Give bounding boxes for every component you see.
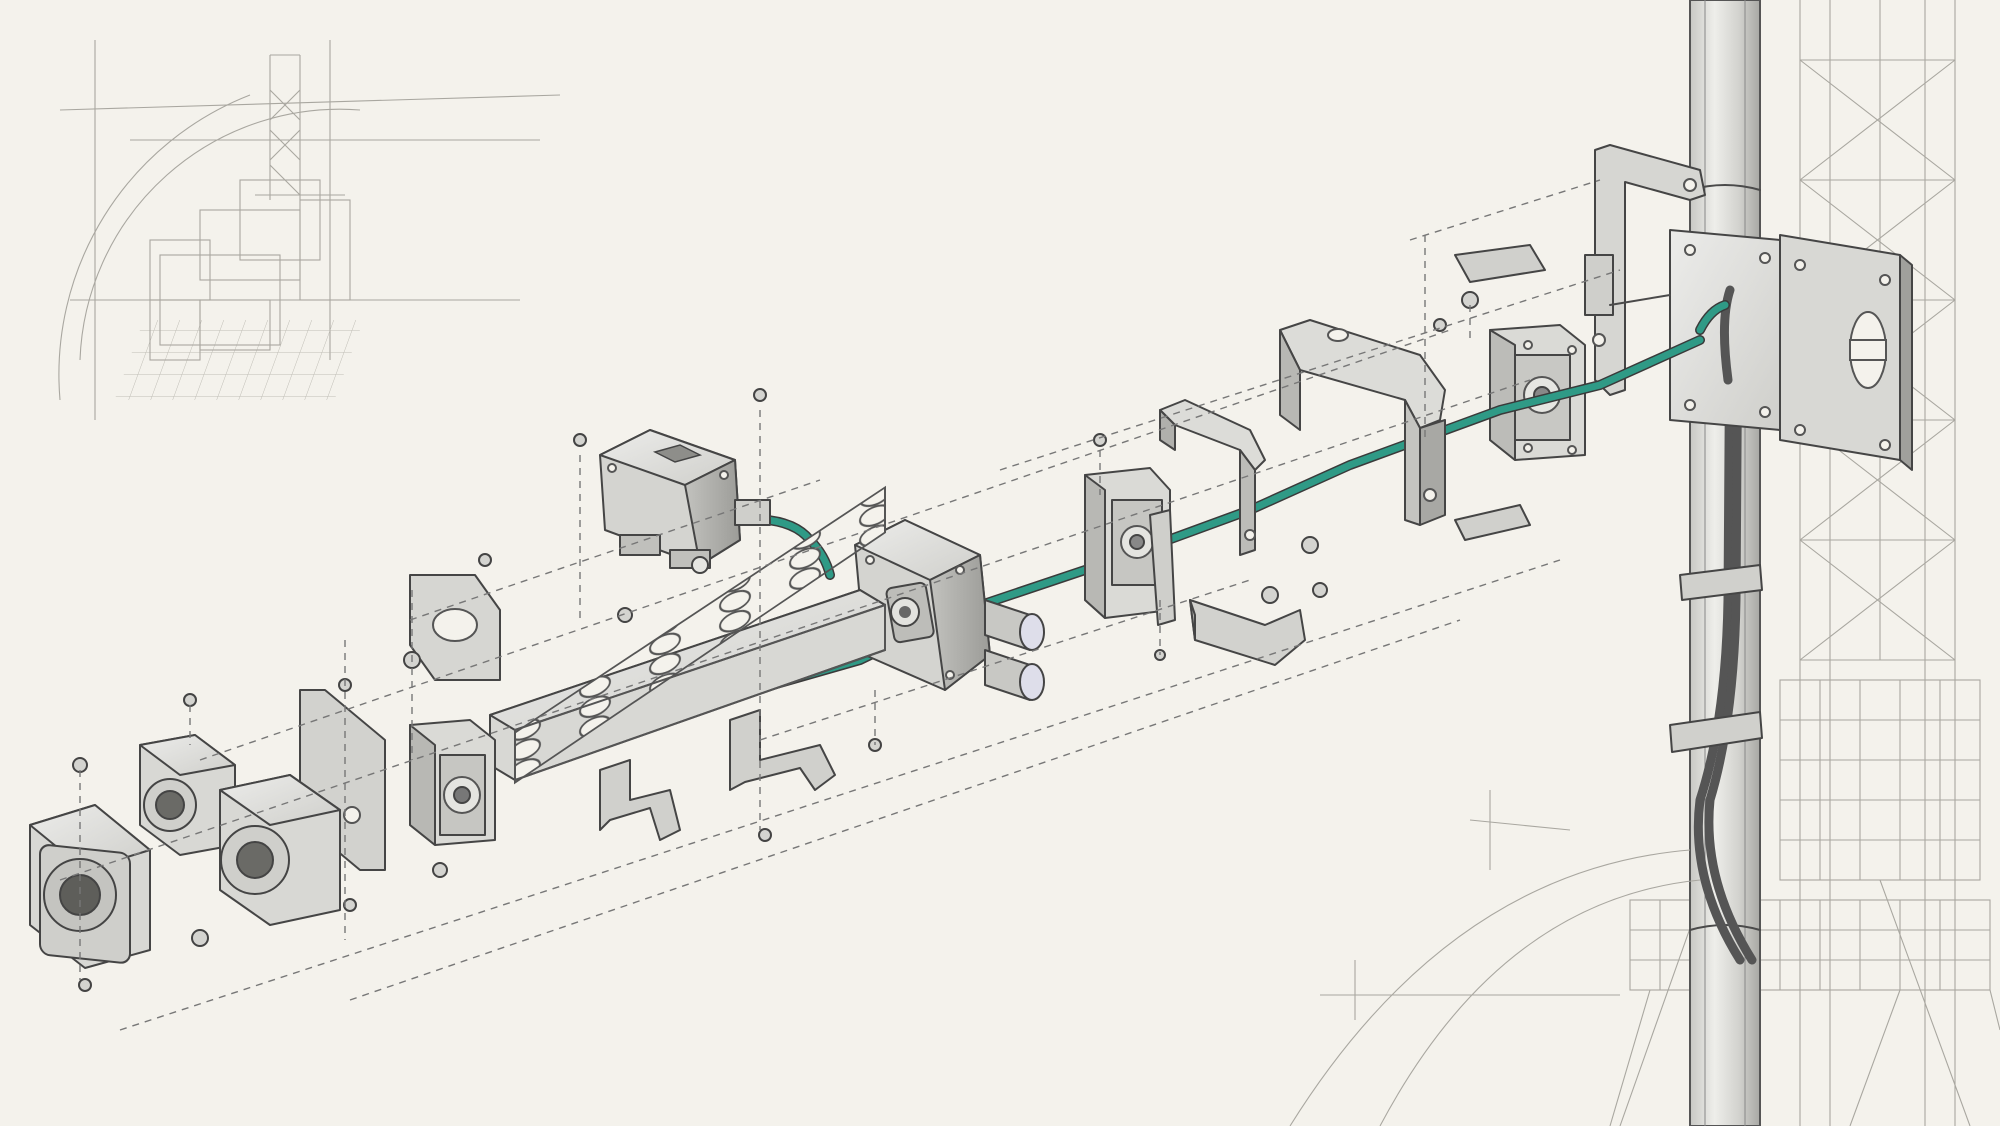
fasteners (72, 244, 1546, 992)
camera-housing-large (29, 804, 151, 969)
mounting-plate-small (409, 574, 501, 681)
clamp-plate (1669, 229, 1913, 471)
armored-cable-riser (1669, 295, 1763, 965)
cover-bracket-small (1159, 399, 1306, 666)
camera-housing-medium (219, 774, 341, 926)
camera-housing-small (139, 734, 236, 856)
cover-bracket-large (1279, 319, 1446, 526)
cable-strap-upper (1679, 564, 1763, 601)
gland-housing-2 (1084, 467, 1176, 626)
explosion-lines (59, 179, 1621, 1031)
sensor-module (599, 429, 771, 574)
rig-thumbnail (58, 40, 561, 420)
construction-marks (1289, 790, 1701, 1126)
junction-box (854, 519, 1045, 701)
cable-strap-lower (1669, 711, 1763, 753)
gland-housing-1 (409, 719, 496, 846)
